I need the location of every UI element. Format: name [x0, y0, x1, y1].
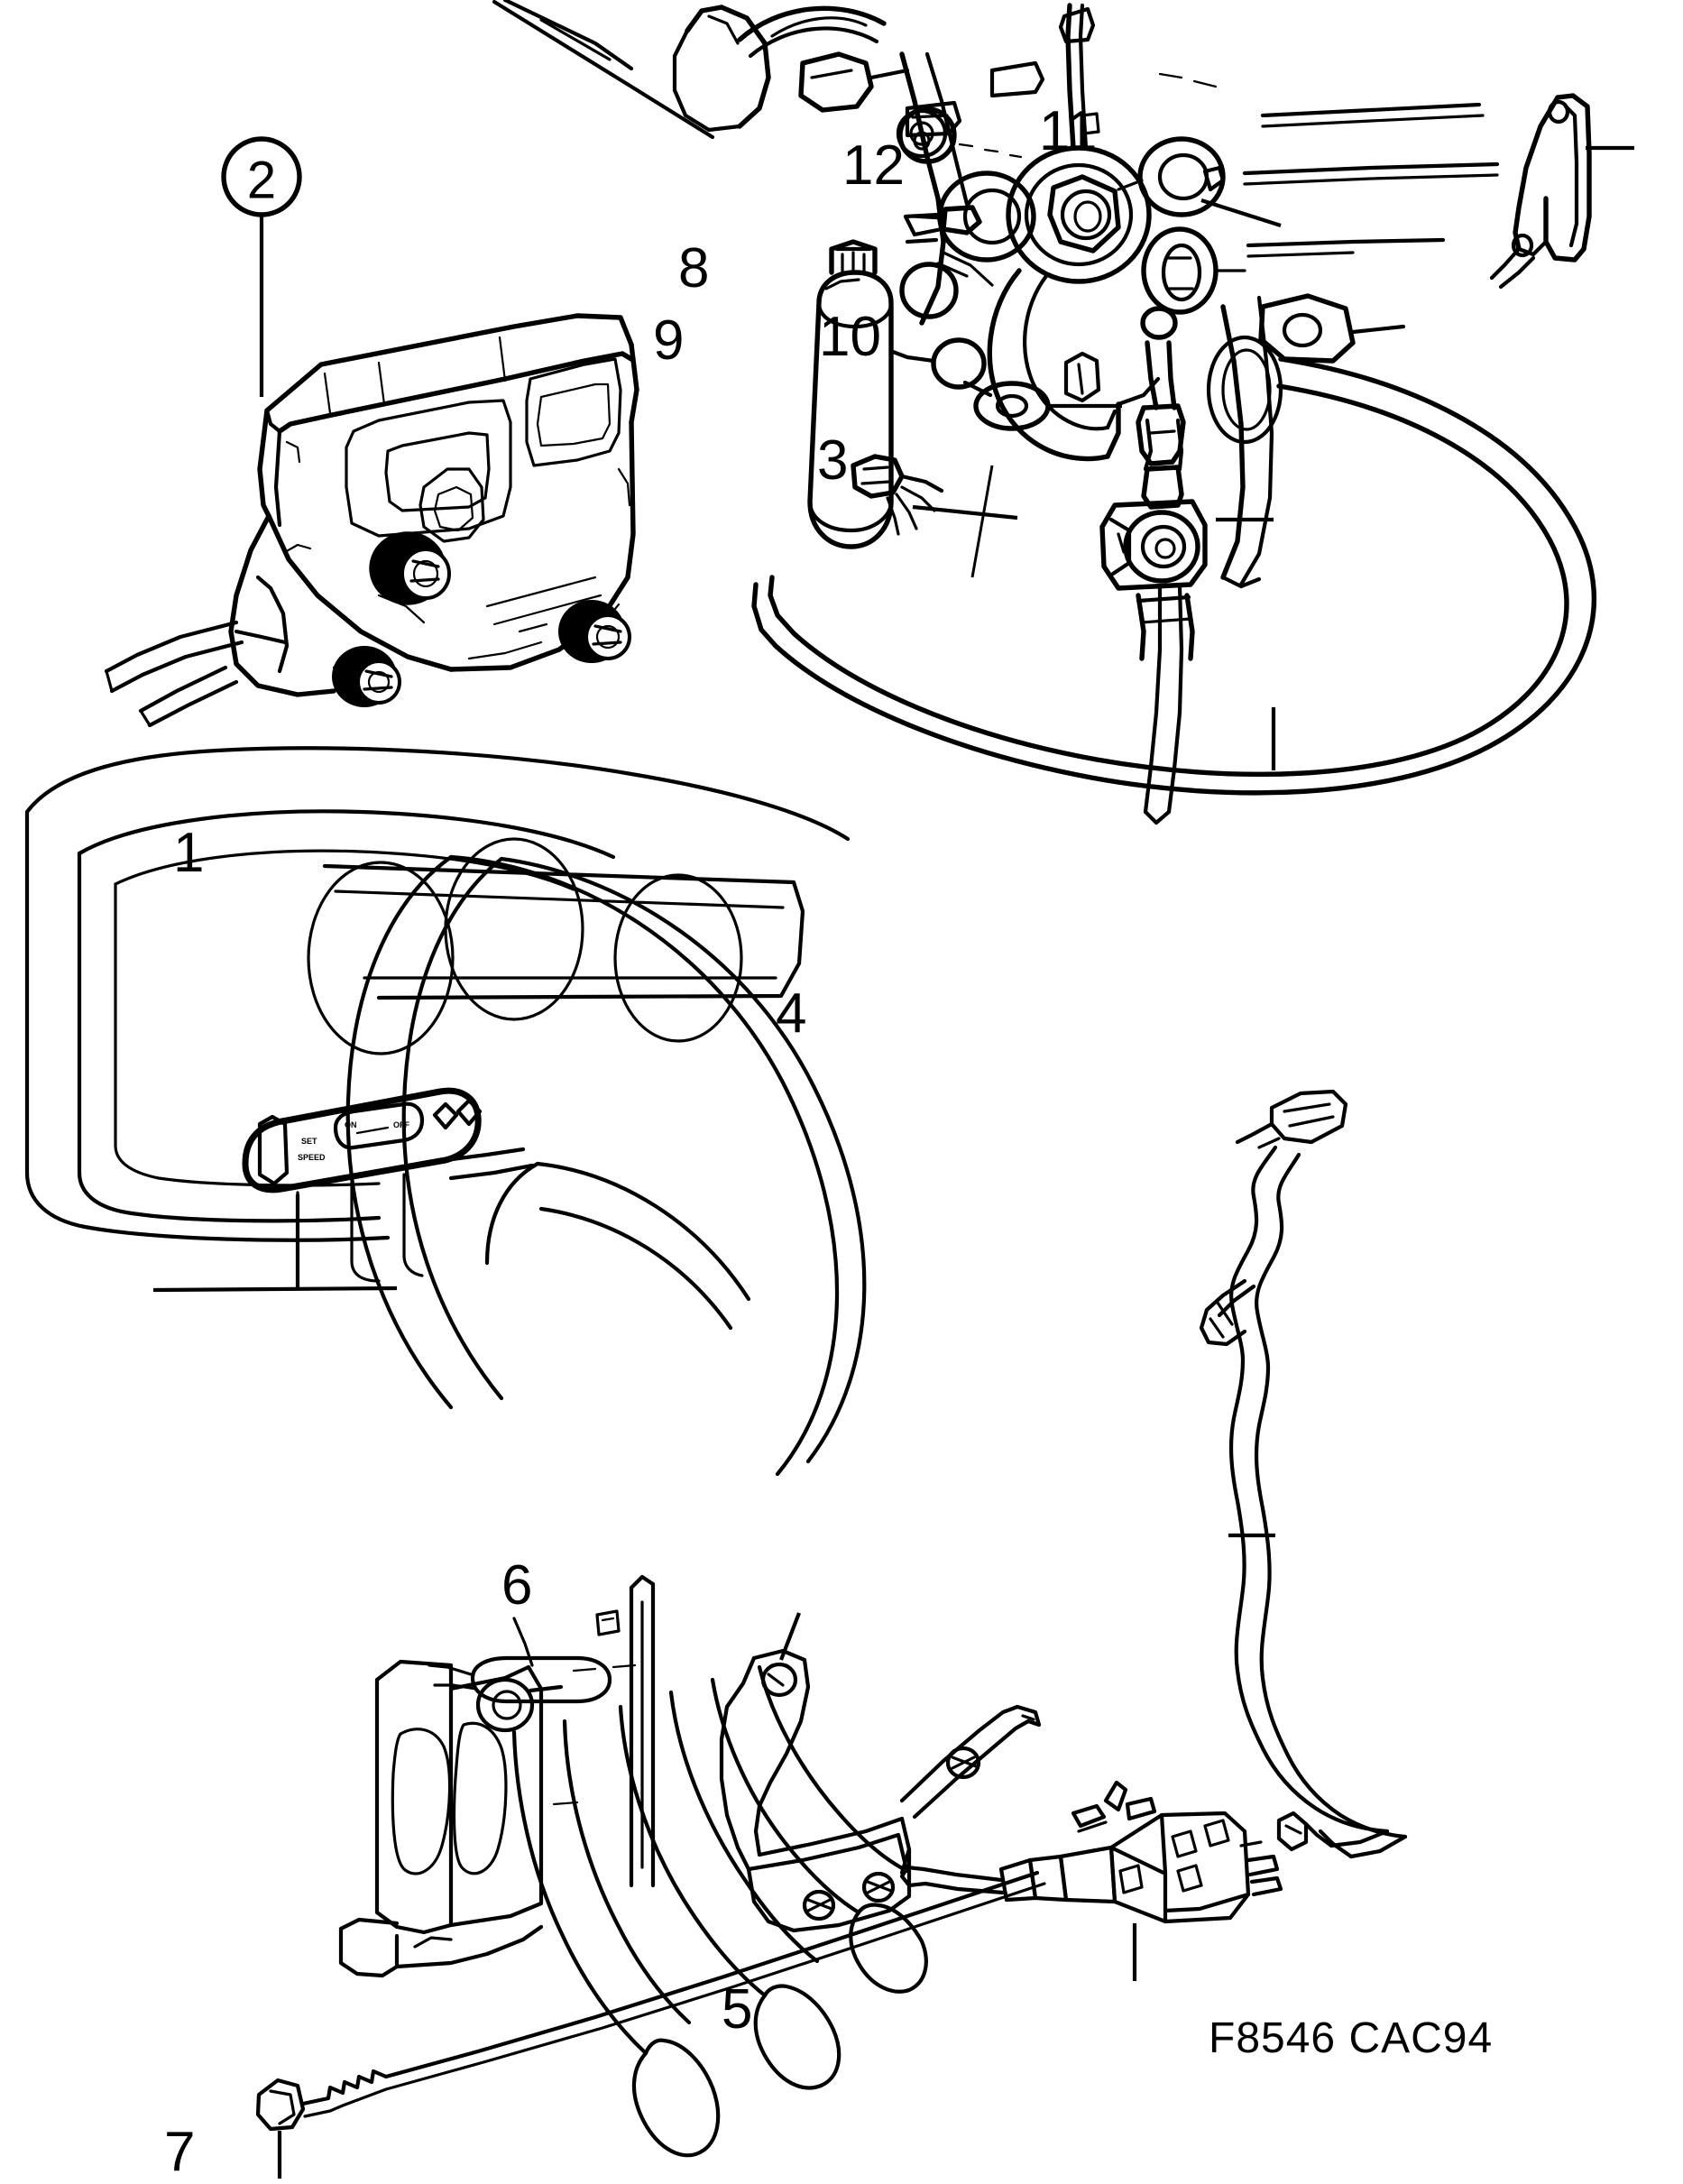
- module-grommet-left: [332, 646, 401, 707]
- figure-caption: F8546 CAC94: [1209, 2014, 1494, 2062]
- cruise-control-stalk-switch[interactable]: SET SPEED ON OFF: [242, 1087, 535, 1193]
- wiring-harness: [1199, 1089, 1408, 1859]
- module-grommet-right: [558, 600, 631, 663]
- mounting-bolt: [255, 1870, 1046, 2132]
- callout-6-number: 6: [501, 1554, 533, 1617]
- callout-9-number: 9: [653, 309, 685, 372]
- stalk-label-on: ON: [345, 1120, 357, 1129]
- pedal-switch-assembly: [899, 1780, 1283, 1924]
- module-grommet-center: [369, 531, 451, 605]
- ball-joint-connector: [1117, 136, 1226, 217]
- callout-11-number: 11: [1039, 100, 1098, 162]
- throttle-linkage-assembly: [492, 0, 1592, 591]
- steering-wheel: [345, 854, 867, 1477]
- callout-9: [912, 465, 1018, 578]
- pivot-hub: [1006, 145, 1152, 284]
- stalk-label-speed: SPEED: [298, 1153, 326, 1162]
- callout-1-number: 1: [173, 822, 205, 884]
- pedal-assembly: [255, 1574, 1283, 2158]
- support-bracket: [1489, 93, 1592, 290]
- callout-2-label: 2: [247, 152, 276, 210]
- pedal-pivot-tube: [470, 1655, 612, 1733]
- throttle-linkage-arm: [1099, 295, 1283, 591]
- callout-12: [1200, 198, 1282, 228]
- stalk-arrow-decrease-icon[interactable]: [455, 1098, 483, 1127]
- callout-6: [779, 1612, 801, 1661]
- cruise-control-module: [104, 313, 639, 728]
- callout-10-number: 10: [819, 306, 881, 368]
- vacuum-hose: [751, 356, 1596, 825]
- mounting-bracket: [719, 1648, 1042, 1933]
- callout-3-number: 3: [817, 429, 849, 492]
- vacuum-canister: [807, 239, 944, 549]
- callout-4-number: 4: [776, 982, 807, 1045]
- oval-bushing: [1141, 226, 1246, 315]
- callout-2: 2: [221, 136, 302, 397]
- ball-stud: [890, 337, 993, 398]
- callout-12-number: 12: [842, 134, 905, 197]
- callout-8-number: 8: [678, 237, 710, 299]
- hose-clamp: [851, 454, 944, 536]
- stalk-label-set: SET: [301, 1137, 317, 1146]
- callout-7-number: 7: [164, 2121, 196, 2183]
- callout-1: 1: [152, 1194, 398, 1293]
- pedals: [511, 1664, 928, 2158]
- dashboard-assembly: SET SPEED ON OFF: [24, 746, 867, 1477]
- stalk-arrow-increase-icon[interactable]: [432, 1101, 459, 1130]
- callout-5-number: 5: [722, 1978, 753, 2041]
- stalk-label-off: OFF: [393, 1120, 409, 1129]
